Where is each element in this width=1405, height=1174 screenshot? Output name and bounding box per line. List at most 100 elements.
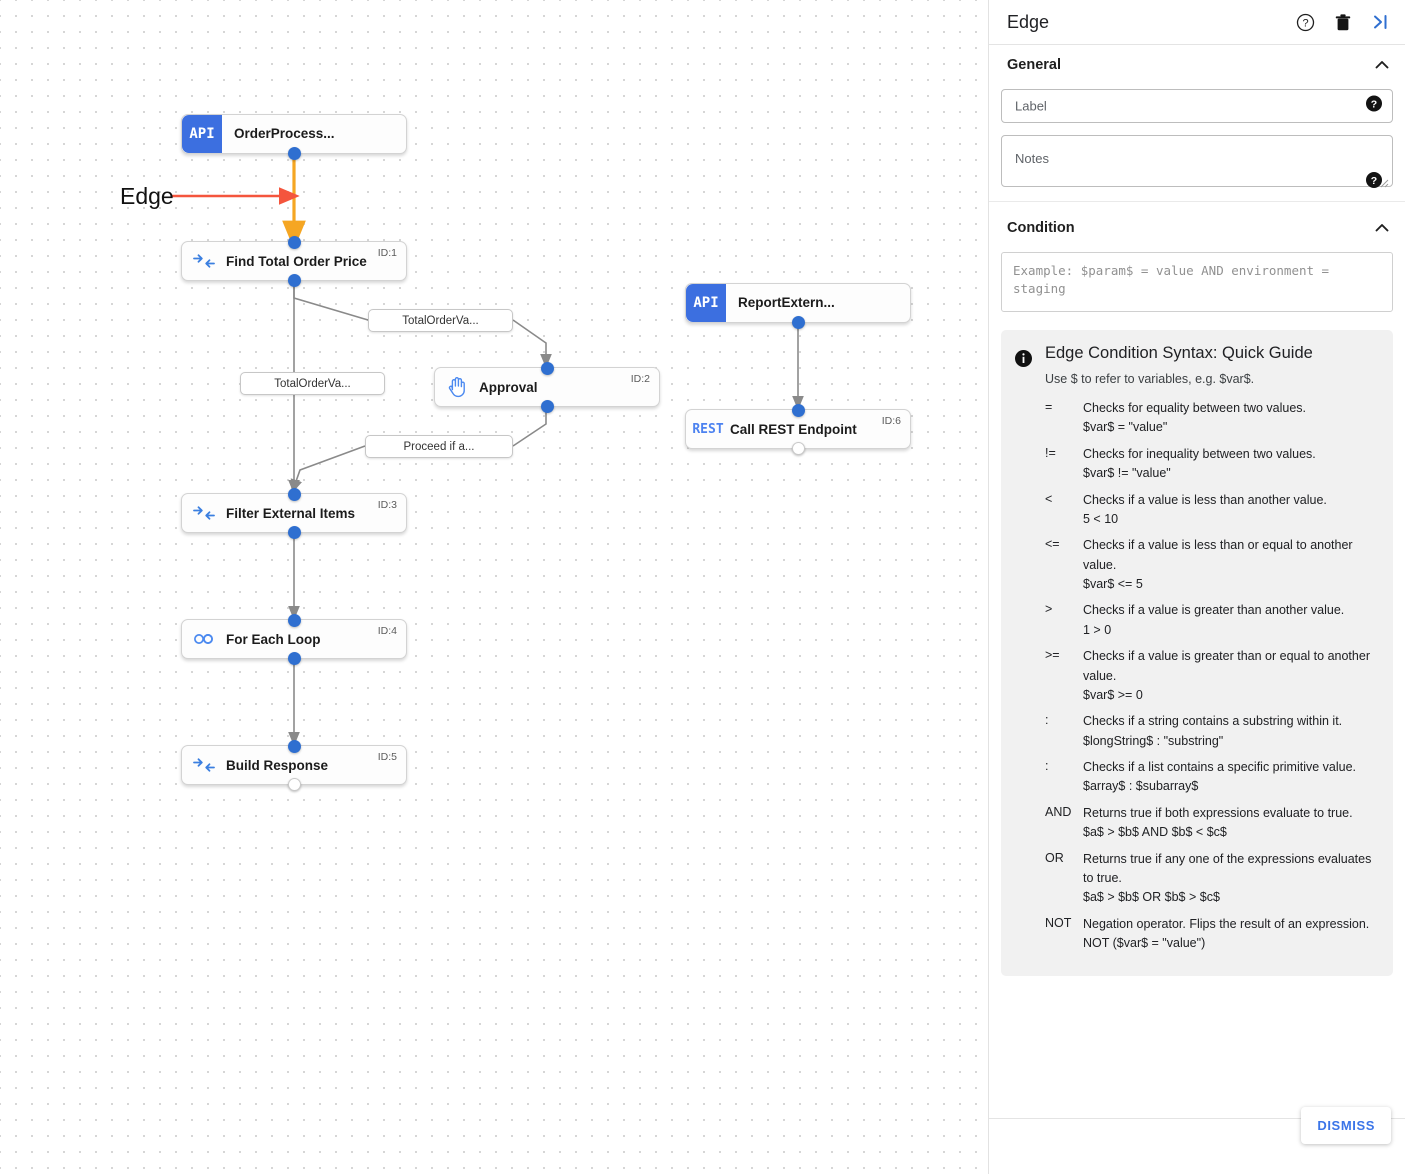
node-port-top[interactable] xyxy=(287,739,301,753)
operator-description: Checks if a list contains a specific pri… xyxy=(1083,758,1377,797)
node-port-bottom[interactable] xyxy=(287,777,301,791)
operator-example: $array$ : $subarray$ xyxy=(1083,779,1199,794)
operator-example: 5 < 10 xyxy=(1083,511,1119,526)
guide-title: Edge Condition Syntax: Quick Guide xyxy=(1045,344,1313,362)
node-id-badge: ID:5 xyxy=(377,751,397,763)
edge-label[interactable]: TotalOrderVa... xyxy=(240,372,385,395)
condition-quick-guide: Edge Condition Syntax: Quick Guide Use $… xyxy=(1001,330,1393,977)
node-title: Build Response xyxy=(226,757,329,773)
operator-row: =Checks for equality between two values.… xyxy=(1045,399,1377,438)
operator-row: AND Returns true if both expressions eval… xyxy=(1045,804,1377,843)
svg-text:?: ? xyxy=(1371,175,1377,187)
operator-row: !=Checks for inequality between two valu… xyxy=(1045,445,1377,484)
panel-content: General Label ? xyxy=(989,45,1405,1118)
info-icon xyxy=(1015,344,1033,960)
operator-row: >=Checks if a value is greater than or e… xyxy=(1045,647,1377,705)
operator-example: $var$ = "value" xyxy=(1083,420,1168,435)
node-id-badge: ID:4 xyxy=(377,625,397,637)
operator-row: : Checks if a string contains a substring… xyxy=(1045,712,1377,751)
notes-help-icon[interactable]: ? xyxy=(1366,172,1382,193)
operator-key: OR xyxy=(1045,850,1064,865)
node-title: ReportExtern... xyxy=(738,295,835,310)
operator-key: AND xyxy=(1045,804,1072,819)
node-id-badge: ID:2 xyxy=(630,373,650,385)
node-port-bottom[interactable] xyxy=(540,399,554,413)
edge-annotation-label: Edge xyxy=(120,183,174,209)
section-general: General Label ? xyxy=(989,45,1405,202)
node-port-bottom[interactable] xyxy=(791,315,805,329)
condition-input[interactable]: Example: $param$ = value AND environment… xyxy=(1001,252,1393,312)
node-port-top[interactable] xyxy=(287,235,301,249)
node-port-top[interactable] xyxy=(540,361,554,375)
node-find-total-order-price[interactable]: Find Total Order Price ID:1 xyxy=(181,235,407,287)
node-port-top[interactable] xyxy=(287,613,301,627)
edges-layer xyxy=(172,155,804,747)
operator-example: $var$ >= 0 xyxy=(1083,687,1143,702)
notes-field[interactable]: Notes ? xyxy=(1001,135,1393,188)
operator-description: Checks if a value is less than another v… xyxy=(1083,491,1377,530)
delete-icon[interactable] xyxy=(1333,12,1353,32)
operator-key: NOT xyxy=(1045,915,1072,930)
edge-label[interactable]: Proceed if a... xyxy=(365,435,513,458)
node-port-bottom[interactable] xyxy=(287,146,301,160)
collapse-panel-icon[interactable] xyxy=(1371,12,1391,32)
operator-example: $a$ > $b$ AND $b$ < $c$ xyxy=(1083,825,1227,840)
edge-label[interactable]: TotalOrderVa... xyxy=(368,309,513,332)
operator-description: Returns true if both expressions evaluat… xyxy=(1083,804,1377,843)
node-port-bottom[interactable] xyxy=(287,273,301,287)
operator-key: : xyxy=(1045,713,1049,728)
node-port-top[interactable] xyxy=(791,403,805,417)
operator-row: <=Checks if a value is less than or equa… xyxy=(1045,536,1377,594)
operator-row: >Checks if a value is greater than anoth… xyxy=(1045,601,1377,640)
svg-text:?: ? xyxy=(1371,98,1377,110)
operator-key: != xyxy=(1045,445,1056,460)
node-port-bottom[interactable] xyxy=(287,651,301,665)
flow-canvas[interactable]: Edge API OrderProcess... xyxy=(0,0,988,1174)
operator-key: : xyxy=(1045,759,1049,773)
node-title: Filter External Items xyxy=(226,505,356,521)
node-id-badge: ID:3 xyxy=(377,499,397,511)
section-general-title: General xyxy=(1007,57,1061,73)
node-filter-external-items[interactable]: Filter External Items ID:3 xyxy=(181,487,407,539)
node-call-rest-endpoint[interactable]: REST Call REST Endpoint ID:6 xyxy=(685,403,911,455)
transform-icon xyxy=(182,757,226,773)
node-port-bottom[interactable] xyxy=(791,441,805,455)
node-build-response[interactable]: Build Response ID:5 xyxy=(181,739,407,791)
operator-description: Checks if a string contains a substring … xyxy=(1083,712,1377,751)
operator-example: 1 > 0 xyxy=(1083,622,1112,637)
node-order-process[interactable]: API OrderProcess... xyxy=(181,114,407,160)
section-general-header[interactable]: General xyxy=(1001,45,1393,85)
section-condition-title: Condition xyxy=(1007,220,1075,236)
node-approval[interactable]: Approval ID:2 xyxy=(434,361,660,413)
node-id-badge: ID:1 xyxy=(377,247,397,259)
node-title: For Each Loop xyxy=(226,631,321,647)
edge-properties-panel: Edge ? xyxy=(988,0,1405,1174)
node-report-external[interactable]: API ReportExtern... xyxy=(685,283,911,329)
rest-icon: REST xyxy=(686,422,730,437)
help-icon[interactable]: ? xyxy=(1295,12,1315,32)
node-title: Approval xyxy=(479,379,538,395)
dismiss-button[interactable]: DISMISS xyxy=(1301,1107,1391,1144)
loop-icon xyxy=(182,632,226,646)
label-field[interactable]: Label ? xyxy=(1001,89,1393,123)
node-port-top[interactable] xyxy=(287,487,301,501)
api-icon: API xyxy=(686,284,726,322)
node-id-badge: ID:6 xyxy=(881,415,901,427)
svg-text:?: ? xyxy=(1302,17,1308,29)
api-icon-text: API xyxy=(189,126,215,142)
operator-row: <Checks if a value is less than another … xyxy=(1045,491,1377,530)
panel-header: Edge ? xyxy=(989,0,1405,45)
chevron-up-icon xyxy=(1373,56,1391,74)
page-title: Edge xyxy=(1007,11,1050,32)
resize-handle[interactable] xyxy=(1380,175,1389,188)
section-condition-header[interactable]: Condition xyxy=(1001,208,1393,248)
guide-subtitle: Use $ to refer to variables, e.g. $var$. xyxy=(1045,372,1255,386)
label-help-icon[interactable]: ? xyxy=(1366,95,1382,117)
node-for-each-loop[interactable]: For Each Loop ID:4 xyxy=(181,613,407,665)
transform-icon xyxy=(182,253,226,269)
transform-icon xyxy=(182,505,226,521)
panel-footer: DISMISS xyxy=(989,1107,1405,1174)
node-port-bottom[interactable] xyxy=(287,525,301,539)
node-title: Find Total Order Price xyxy=(226,253,367,269)
operator-example: $var$ <= 5 xyxy=(1083,577,1143,591)
